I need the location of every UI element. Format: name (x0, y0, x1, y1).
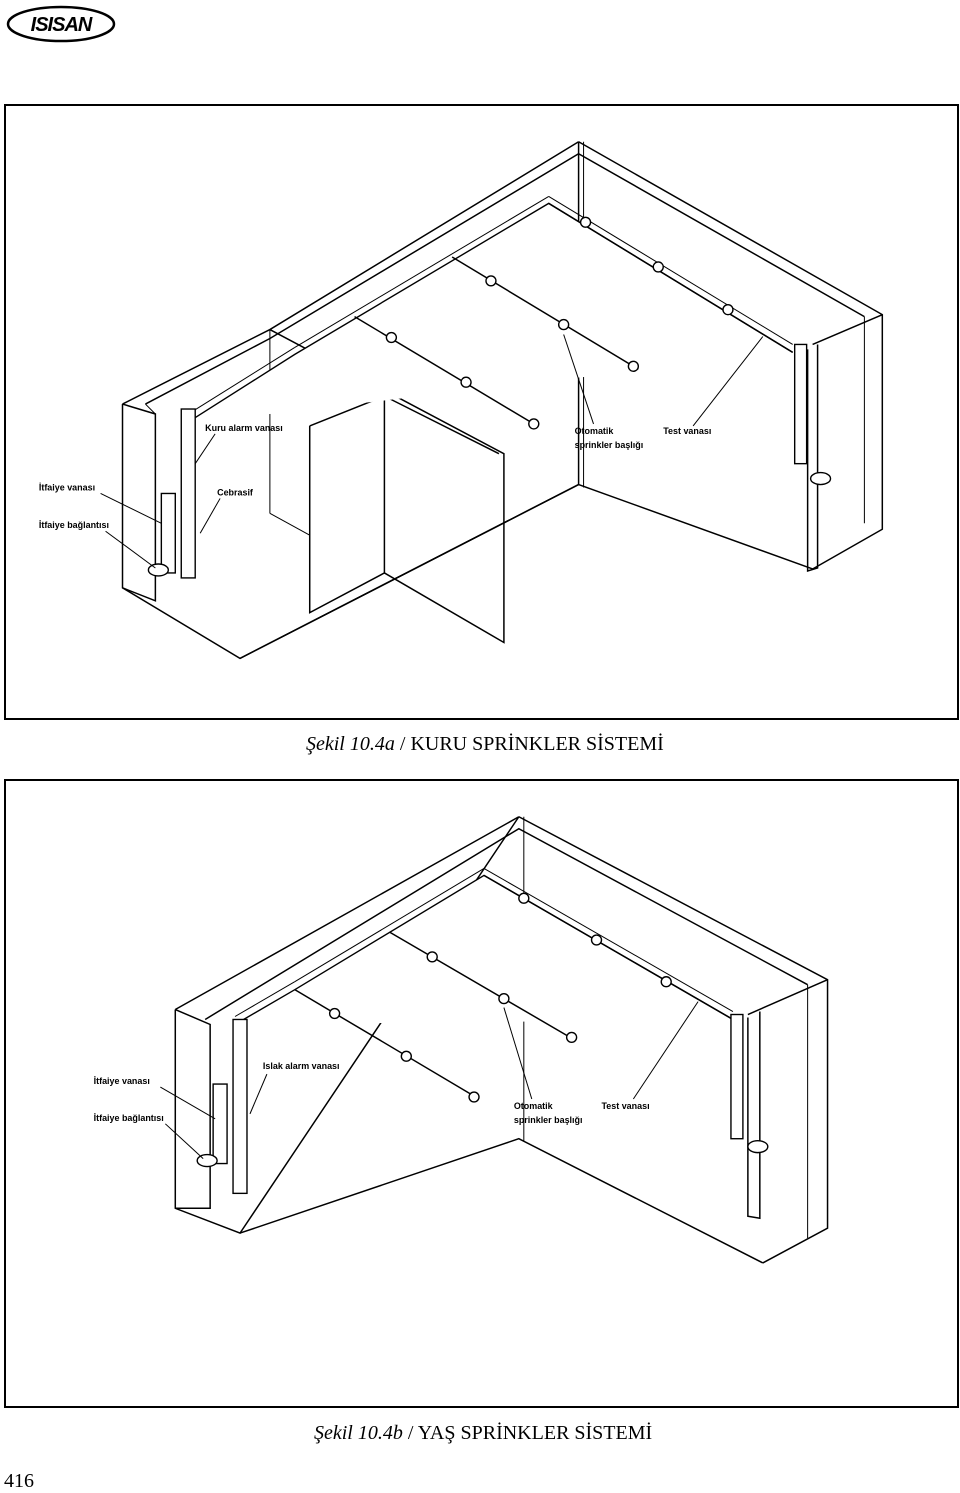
figure-a-number: Şekil 10.4a (306, 733, 395, 755)
figure-a-separator: / (394, 733, 411, 755)
label-fire-connection: İtfaiye bağlantısı (39, 520, 109, 530)
isisan-logo: ISISAN (6, 4, 116, 44)
label-sprinkler-head-line1: Otomatik (575, 426, 614, 436)
figure-b-title: YAŞ SPRİNKLER SİSTEMİ (417, 1422, 653, 1444)
label-fire-connection: İtfaiye bağlantısı (94, 1113, 164, 1123)
label-accelerator: Cebrasif (217, 487, 253, 497)
wet-sprinkler-diagram: Islak alarm vanası İtfaiye vanası İtfaiy… (4, 779, 959, 1408)
figure-a-title: KURU SPRİNKLER SİSTEMİ (410, 733, 664, 755)
label-test-valve: Test vanası (663, 426, 711, 436)
label-dry-alarm-valve: Kuru alarm vanası (205, 423, 283, 433)
figure-a-caption: Şekil 10.4a / KURU SPRİNKLER SİSTEMİ (306, 733, 664, 755)
label-sprinkler-head-line2: sprinkler başlığı (575, 440, 644, 450)
figure-b-caption: Şekil 10.4b / YAŞ SPRİNKLER SİSTEMİ (314, 1422, 652, 1444)
label-sprinkler-head-line2: sprinkler başlığı (514, 1115, 583, 1125)
label-fire-valve: İtfaiye vanası (94, 1076, 150, 1086)
figure-b-separator: / (402, 1422, 418, 1444)
dry-sprinkler-diagram: Kuru alarm vanası Cebrasif İtfaiye vanas… (4, 104, 959, 720)
logo-text: ISISAN (31, 14, 93, 36)
figure-b-number: Şekil 10.4b (314, 1422, 403, 1444)
label-sprinkler-head-line1: Otomatik (514, 1101, 553, 1111)
page-number: 416 (4, 1470, 34, 1492)
label-test-valve: Test vanası (601, 1101, 649, 1111)
label-wet-alarm-valve: Islak alarm vanası (263, 1061, 340, 1071)
label-fire-valve: İtfaiye vanası (39, 482, 95, 492)
